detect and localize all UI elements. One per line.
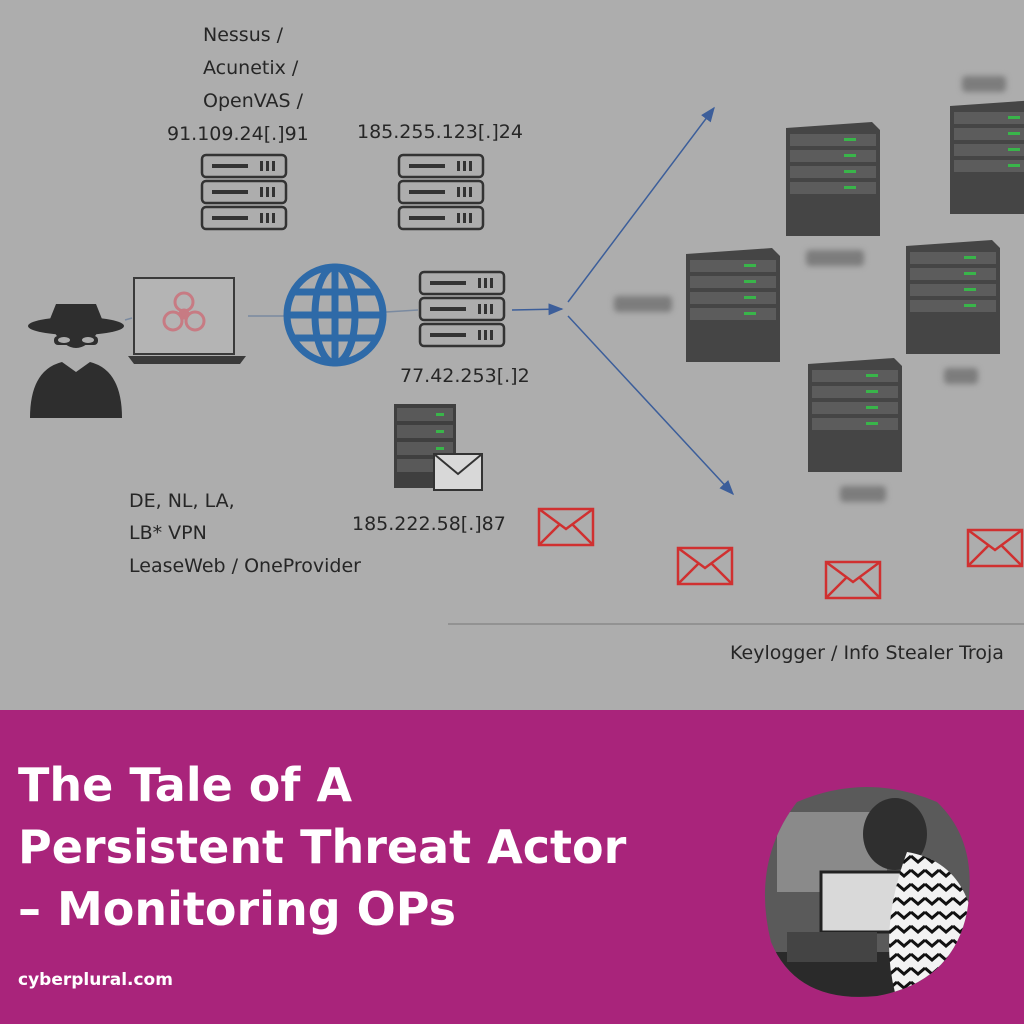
- redacted-ip: [962, 76, 1006, 92]
- author-photo: [764, 787, 970, 997]
- scanner-label-line1: Nessus /: [203, 24, 284, 46]
- scanner-ip: 91.109.24[.]91: [167, 123, 309, 145]
- title-banner: The Tale of A Persistent Threat Actor – …: [0, 710, 1024, 1024]
- envelope-icon: [966, 528, 1024, 568]
- envelope-icon: [537, 507, 595, 547]
- footer-label: Keylogger / Info Stealer Troja: [730, 642, 1004, 664]
- vpn-label-line2: LB* VPN: [129, 522, 207, 544]
- redacted-ip: [840, 486, 886, 502]
- line-globe-server: [385, 309, 419, 313]
- rack-server-icon: [786, 122, 880, 236]
- site-url: cyberplural.com: [18, 970, 173, 990]
- server2-ip: 185.255.123[.]24: [357, 121, 523, 143]
- arrow-up: [567, 106, 715, 303]
- redacted-ip: [806, 250, 864, 266]
- connection-lines: [124, 106, 1024, 625]
- vpn-label-line3: LeaseWeb / OneProvider: [129, 555, 361, 577]
- biohazard-icon: [162, 291, 206, 332]
- envelope-icon: [824, 560, 882, 600]
- title-line-3: – Monitoring OPs: [18, 882, 457, 936]
- redacted-ip: [944, 368, 978, 384]
- globe-icon: [283, 263, 387, 367]
- title-line-1: The Tale of A: [18, 758, 353, 812]
- rack-server-icon: [686, 248, 780, 362]
- rack-server-icon: [808, 358, 902, 472]
- server3-ip: 77.42.253[.]2: [400, 365, 530, 387]
- rack-server-icon: [906, 240, 1000, 354]
- server-icon: [397, 153, 485, 231]
- redacted-ip: [614, 296, 672, 312]
- title-line-2: Persistent Threat Actor: [18, 820, 627, 874]
- arrow-to-hub: [511, 303, 564, 316]
- mail-server-icon: [394, 404, 483, 491]
- line-hacker-laptop: [124, 317, 133, 321]
- scanner-label-line3: OpenVAS /: [203, 90, 304, 112]
- hacker-icon: [28, 304, 124, 418]
- server-icon: [200, 153, 288, 231]
- server-icon: [418, 270, 506, 348]
- mail-server-ip: 185.222.58[.]87: [352, 513, 506, 535]
- rack-server-icon: [950, 100, 1024, 214]
- threat-diagram: Nessus / Acunetix / OpenVAS / 91.109.24[…: [28, 24, 1024, 664]
- arrow-down: [567, 315, 735, 496]
- scanner-label-line2: Acunetix /: [203, 57, 299, 79]
- laptop-icon: [128, 277, 246, 364]
- envelope-icon: [676, 546, 734, 586]
- vpn-label-line1: DE, NL, LA,: [129, 490, 235, 512]
